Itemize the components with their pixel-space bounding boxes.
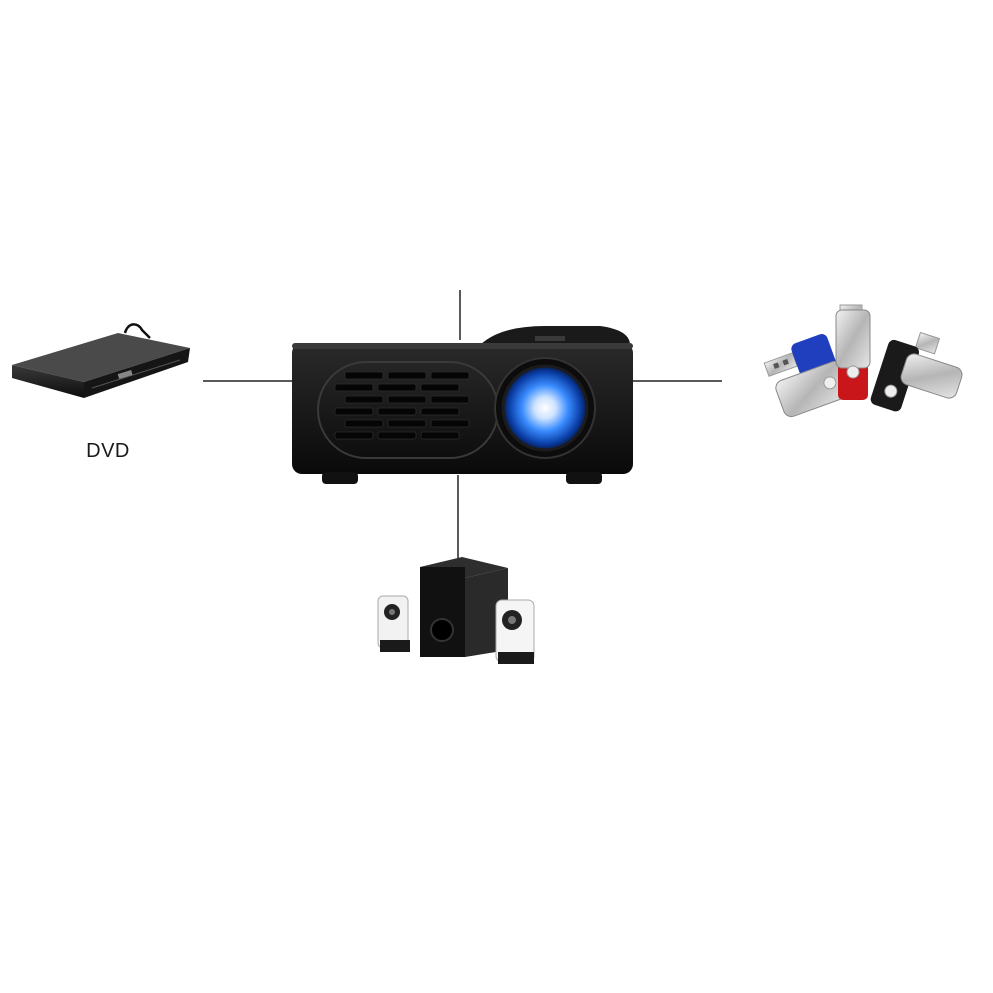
vent-grille (334, 371, 470, 440)
dvd-label: DVD (86, 440, 130, 462)
projector-icon (292, 326, 633, 484)
usb-flash-drives-icon (763, 304, 963, 418)
lens-icon (503, 366, 587, 450)
dvd-player-icon (12, 323, 190, 398)
connector-lines (203, 290, 722, 560)
speakers-icon (377, 557, 535, 664)
